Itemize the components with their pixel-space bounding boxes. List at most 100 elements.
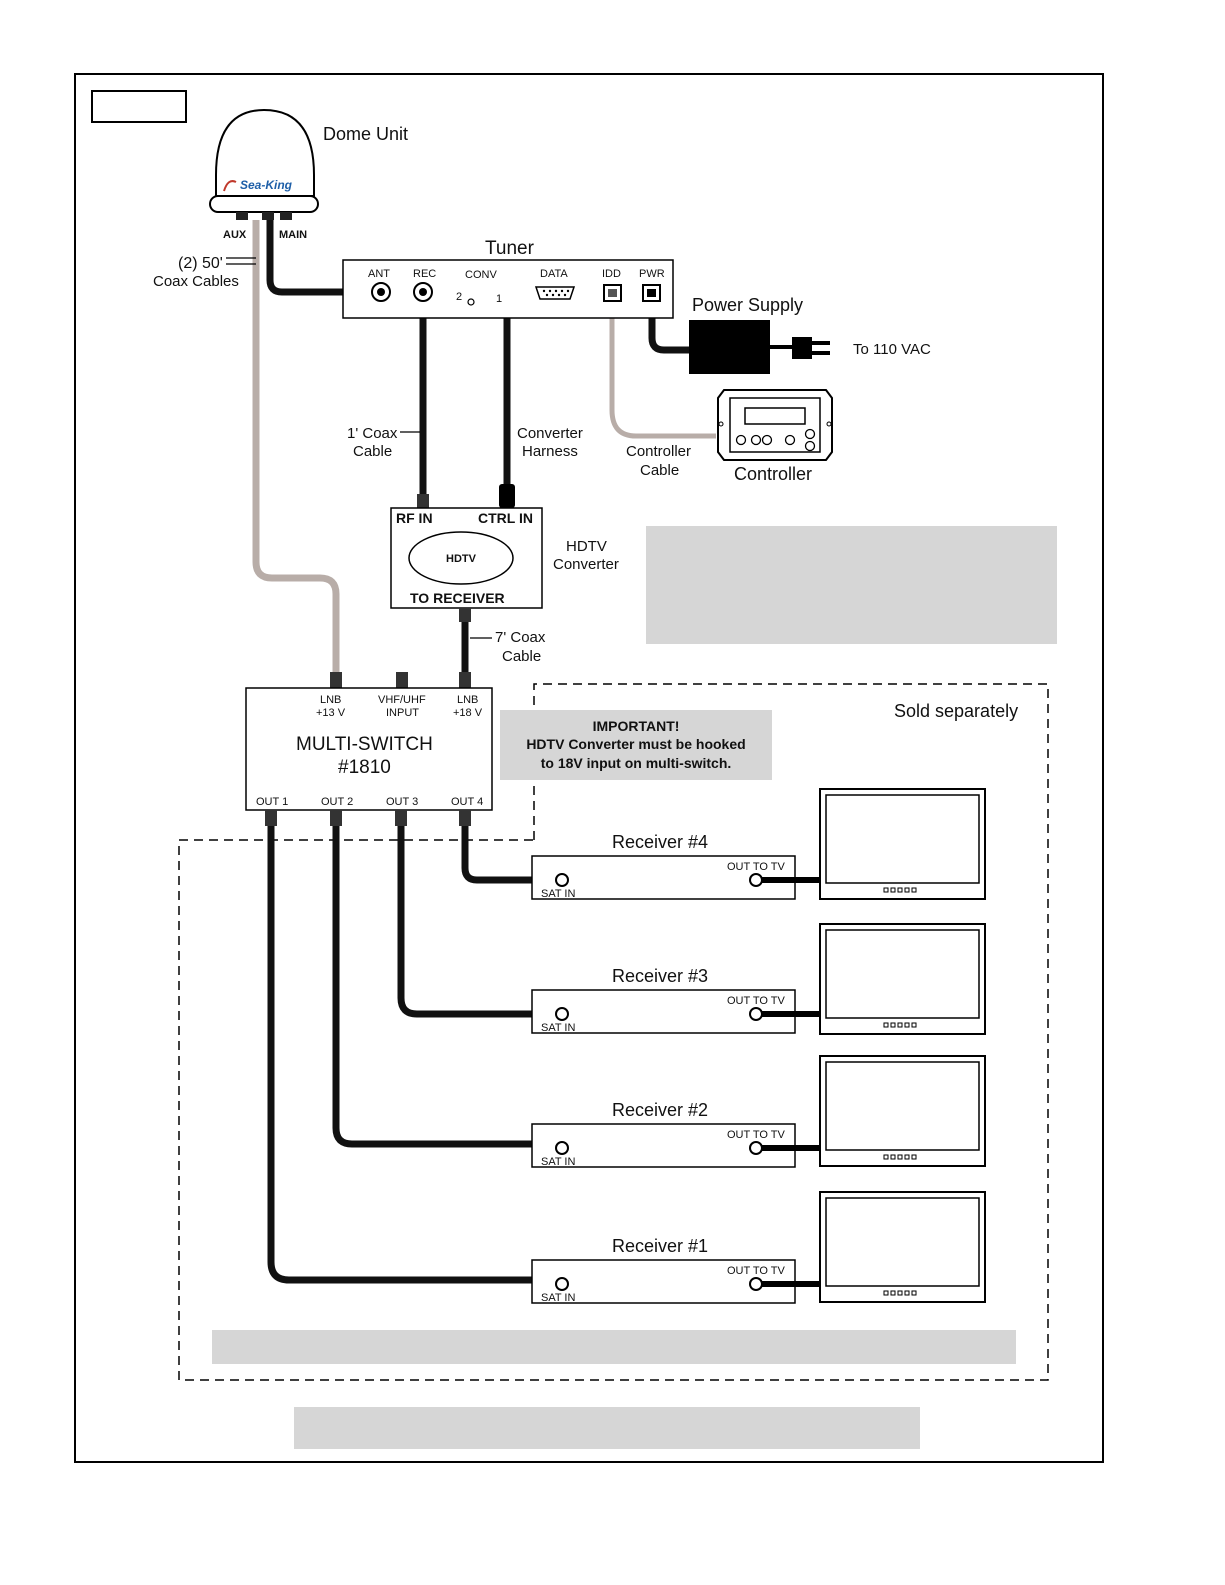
out3-cable: [397, 822, 560, 1018]
converter-harness-label-l1: Converter: [517, 425, 583, 442]
tv-monitor-icon: [819, 1191, 986, 1303]
caption-band-2: [294, 1407, 920, 1449]
rf-in-label: RF IN: [396, 510, 433, 526]
sat-in-connector-icon: [555, 873, 569, 887]
rf-in-connector-icon: [417, 494, 429, 508]
tuner-data-label: DATA: [540, 268, 568, 280]
out-to-tv-connector-icon: [749, 873, 763, 887]
out-to-tv-label: OUT TO TV: [727, 861, 786, 873]
controller-cable-label-l1: Controller: [626, 443, 691, 460]
lnb13-connector-icon: [330, 672, 342, 688]
tuner-conv-1-label: 1: [496, 293, 502, 305]
lnb18-label-l1: LNB: [457, 694, 478, 706]
plug-icon: [792, 337, 830, 359]
hdtv-converter-label-l2: Converter: [553, 556, 619, 573]
lnb13-label-l2: +13 V: [316, 707, 346, 719]
tuner-box: [342, 259, 674, 319]
out2-connector-icon: [330, 810, 342, 826]
sat-in-label: SAT IN: [541, 888, 575, 900]
sat-in-connector-icon: [555, 1007, 569, 1021]
ant-connector-icon: [371, 282, 391, 302]
dome-main-label: MAIN: [279, 229, 307, 241]
important-l3: to 18V input on multi-switch.: [541, 755, 732, 771]
multiswitch-title-l2: #1810: [338, 757, 391, 778]
receiver-title: Receiver #2: [612, 1100, 708, 1120]
coax-cables-label-l2: Coax Cables: [153, 273, 239, 290]
power-cable: [648, 294, 690, 354]
figure-label-box: [91, 90, 187, 123]
sold-separately-label: Sold separately: [894, 701, 1018, 721]
receiver-title: Receiver #1: [612, 1236, 708, 1256]
to-receiver-connector-icon: [459, 608, 471, 622]
sat-in-label: SAT IN: [541, 1292, 575, 1304]
lnb18-label-l2: +18 V: [453, 707, 483, 719]
out-to-tv-label: OUT TO TV: [727, 995, 786, 1007]
tuner-ant-label: ANT: [368, 268, 390, 280]
controller-cable-label-l2: Cable: [640, 462, 679, 479]
pwr-port-icon: [642, 284, 661, 302]
important-l2: HDTV Converter must be hooked: [526, 736, 745, 752]
out2-label: OUT 2: [321, 796, 353, 808]
out4-label: OUT 4: [451, 796, 483, 808]
tuner-idd-label: IDD: [602, 268, 621, 280]
hdtv-oval-text: HDTV: [446, 553, 477, 565]
idd-port-icon: [603, 284, 622, 302]
ctrl-in-connector-icon: [499, 484, 515, 508]
vhf-uhf-label-l1: VHF/UHF: [378, 694, 426, 706]
hdtv-oval-badge: [408, 531, 514, 585]
out-to-tv-connector-icon: [749, 1277, 763, 1291]
dome-aux-label: AUX: [223, 229, 247, 241]
tuner-conv-2-label: 2: [456, 291, 462, 303]
multiswitch-box: [245, 687, 493, 811]
out-to-tv-label: OUT TO TV: [727, 1129, 786, 1141]
dome-unit-title: Dome Unit: [323, 124, 408, 144]
out3-connector-icon: [395, 810, 407, 826]
receiver-title: Receiver #3: [612, 966, 708, 986]
power-supply-title: Power Supply: [692, 295, 803, 315]
caption-band-1: [212, 1330, 1016, 1364]
receivers-group: Receiver #4 SAT IN OUT TO TV Receiver #3 SAT…: [531, 788, 986, 1304]
tuner-conv-label: CONV: [465, 269, 497, 281]
rec-connector-icon: [413, 282, 433, 302]
note-box-right: [646, 526, 1057, 644]
seaking-swoosh-icon: [223, 180, 237, 192]
main-coax-cable: [266, 220, 372, 296]
sat-in-connector-icon: [555, 1277, 569, 1291]
out-to-tv-connector-icon: [749, 1141, 763, 1155]
converter-harness-label-l2: Harness: [522, 443, 578, 460]
receiver-1-group: Receiver #4 SAT IN OUT TO TV: [531, 788, 986, 900]
outer-frame: [74, 73, 1104, 1463]
important-note-box: [500, 710, 772, 780]
tv-monitor-icon: [819, 923, 986, 1035]
vhf-connector-icon: [396, 672, 408, 688]
tuner-title: Tuner: [485, 238, 535, 259]
hdtv-converter-label-l1: HDTV: [566, 538, 607, 555]
controller-cable: [609, 302, 716, 439]
out4-connector-icon: [459, 810, 471, 826]
dome-brand-logo: Sea-King: [240, 178, 293, 192]
coax-cables-label-l1: (2) 50': [178, 255, 223, 272]
multiswitch-title-l1: MULTI-SWITCH: [296, 734, 433, 755]
vhf-uhf-label-l2: INPUT: [386, 707, 419, 719]
conv-2-port-icon: [467, 298, 475, 306]
lnb18-connector-icon: [459, 672, 471, 688]
out-to-tv-connector-icon: [749, 1007, 763, 1021]
aux-coax-cable: [252, 220, 340, 672]
sat-in-label: SAT IN: [541, 1022, 575, 1034]
out1-cable: [267, 822, 560, 1284]
out3-label: OUT 3: [386, 796, 418, 808]
coax-7ft-label-l1: 7' Coax: [495, 629, 546, 646]
coax-1ft-label-l1: 1' Coax: [347, 425, 398, 442]
coax-7ft-label-l2: Cable: [502, 648, 541, 665]
controller-title: Controller: [734, 464, 812, 484]
sat-in-connector-icon: [555, 1141, 569, 1155]
out1-label: OUT 1: [256, 796, 288, 808]
to-receiver-label: TO RECEIVER: [410, 590, 505, 606]
receiver-title: Receiver #4: [612, 832, 708, 852]
sold-separately-region: [178, 683, 1049, 1381]
tuner-pwr-label: PWR: [639, 268, 665, 280]
dome-unit: Sea-King: [209, 108, 319, 220]
